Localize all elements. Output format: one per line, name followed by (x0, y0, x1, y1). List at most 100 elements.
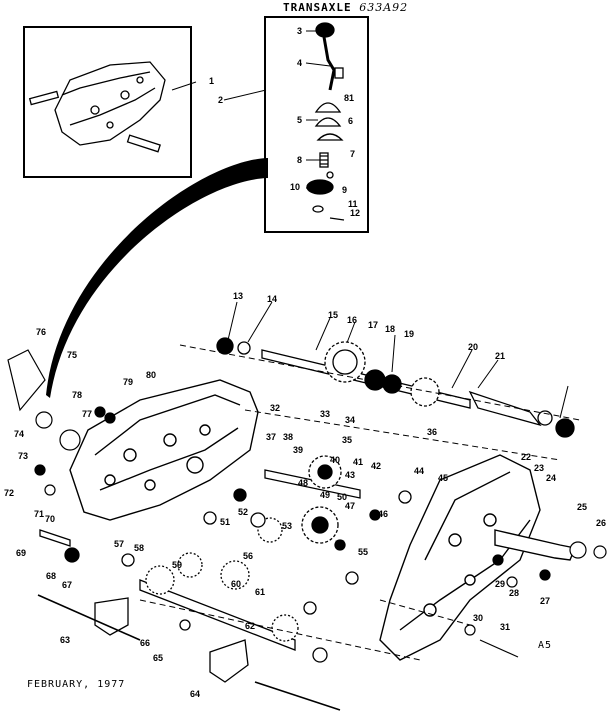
part-label-76: 76 (36, 327, 47, 337)
handwritten-model-code: 633A92 (359, 1, 409, 14)
part-label-57: 57 (114, 539, 125, 549)
part-label-71: 71 (34, 509, 45, 519)
part-label-10: 10 (290, 182, 301, 192)
footer-date: FEBRUARY, 1977 (27, 679, 126, 690)
part-label-30: 30 (473, 613, 484, 623)
part-label-38: 38 (283, 432, 294, 442)
part-label-44: 44 (414, 466, 425, 476)
part-label-50: 50 (337, 492, 348, 502)
part-label-79: 79 (123, 377, 134, 387)
part-label-42: 42 (371, 461, 382, 471)
shift-fork-icon (209, 639, 249, 683)
part-label-61: 61 (255, 587, 266, 597)
part-label-46: 46 (378, 509, 389, 519)
part-label-5: 5 (297, 115, 303, 125)
part-label-58: 58 (134, 543, 145, 553)
part-label-59: 59 (172, 560, 183, 570)
inset-box-shifter (264, 16, 369, 233)
part-label-20: 20 (468, 342, 479, 352)
part-label-13a: 13 (233, 291, 244, 301)
part-label-64: 64 (190, 689, 201, 699)
upper-shaft-assembly (216, 337, 575, 438)
shifter-parts (306, 22, 345, 221)
part-label-23: 23 (534, 463, 545, 473)
lower-shaft-icon (139, 579, 296, 651)
right-housing (379, 454, 576, 661)
part-label-26: 26 (596, 518, 607, 528)
part-label-37: 37 (266, 432, 277, 442)
part-label-78: 78 (72, 390, 83, 400)
page-code: A5 (538, 640, 553, 651)
bearing-icon (216, 337, 234, 355)
part-label-63: 63 (60, 635, 71, 645)
small-parts-left (7, 349, 116, 496)
part-label-7: 7 (350, 149, 356, 159)
bearing-right-icon (555, 418, 575, 438)
part-label-51: 51 (220, 517, 231, 527)
part-label-41: 41 (353, 457, 364, 467)
shift-knob-icon (315, 22, 335, 38)
part-label-81: 81 (344, 93, 355, 103)
diagram-title: TRANSAXLE 633A92 (283, 1, 408, 14)
part-label-77: 77 (82, 409, 93, 419)
part-label-73: 73 (18, 451, 29, 461)
part-label-65: 65 (153, 653, 164, 663)
part-label-54: 54 (335, 539, 346, 549)
pin-icon (334, 67, 344, 79)
part-label-2: 2 (218, 95, 224, 105)
leader-lines (171, 30, 569, 419)
part-label-14a: 14 (267, 294, 278, 304)
part-label-56: 56 (243, 551, 254, 561)
connector-curve (46, 158, 268, 398)
part-label-9: 9 (342, 185, 348, 195)
part-label-67: 67 (62, 580, 73, 590)
sprocket-icon (410, 377, 440, 407)
part-label-45: 45 (438, 473, 449, 483)
part-label-40: 40 (330, 455, 341, 465)
part-label-32: 32 (270, 403, 281, 413)
part-label-22: 22 (521, 452, 532, 462)
part-label-19: 19 (404, 329, 415, 339)
lower-shaft-assembly (37, 529, 341, 711)
part-label-27: 27 (540, 596, 551, 606)
part-label-36: 36 (427, 427, 438, 437)
part-label-25: 25 (577, 502, 588, 512)
part-label-66: 66 (140, 638, 151, 648)
part-label-72: 72 (4, 488, 15, 498)
part-label-49: 49 (320, 490, 331, 500)
part-label-17: 17 (368, 320, 379, 330)
part-label-60: 60 (231, 579, 242, 589)
part-label-53: 53 (282, 521, 293, 531)
part-label-43: 43 (345, 470, 356, 480)
part-label-62: 62 (245, 621, 256, 631)
shift-rod-icon (37, 594, 141, 641)
part-label-33: 33 (320, 409, 331, 419)
part-label-34: 34 (345, 415, 356, 425)
part-label-21: 21 (495, 351, 506, 361)
part-label-39: 39 (293, 445, 304, 455)
part-label-4: 4 (297, 58, 303, 68)
part-label-69: 69 (16, 548, 27, 558)
part-label-70: 70 (45, 514, 56, 524)
gear-icon (306, 179, 334, 195)
inset-box-assembly (23, 26, 192, 178)
part-label-74: 74 (14, 429, 25, 439)
part-label-1: 1 (209, 76, 215, 86)
part-label-6: 6 (348, 116, 354, 126)
part-label-24: 24 (546, 473, 557, 483)
title-text: TRANSAXLE (283, 1, 352, 14)
part-label-3: 3 (297, 26, 303, 36)
part-label-31: 31 (500, 622, 511, 632)
part-label-52: 52 (238, 507, 249, 517)
boot-icon (314, 102, 342, 113)
part-label-12: 12 (350, 208, 361, 218)
part-label-29: 29 (495, 579, 506, 589)
left-housing (69, 379, 259, 521)
part-label-80: 80 (146, 370, 157, 380)
part-label-47: 47 (345, 501, 356, 511)
part-label-68: 68 (46, 571, 57, 581)
part-label-75: 75 (67, 350, 78, 360)
middle-gears (203, 455, 412, 585)
